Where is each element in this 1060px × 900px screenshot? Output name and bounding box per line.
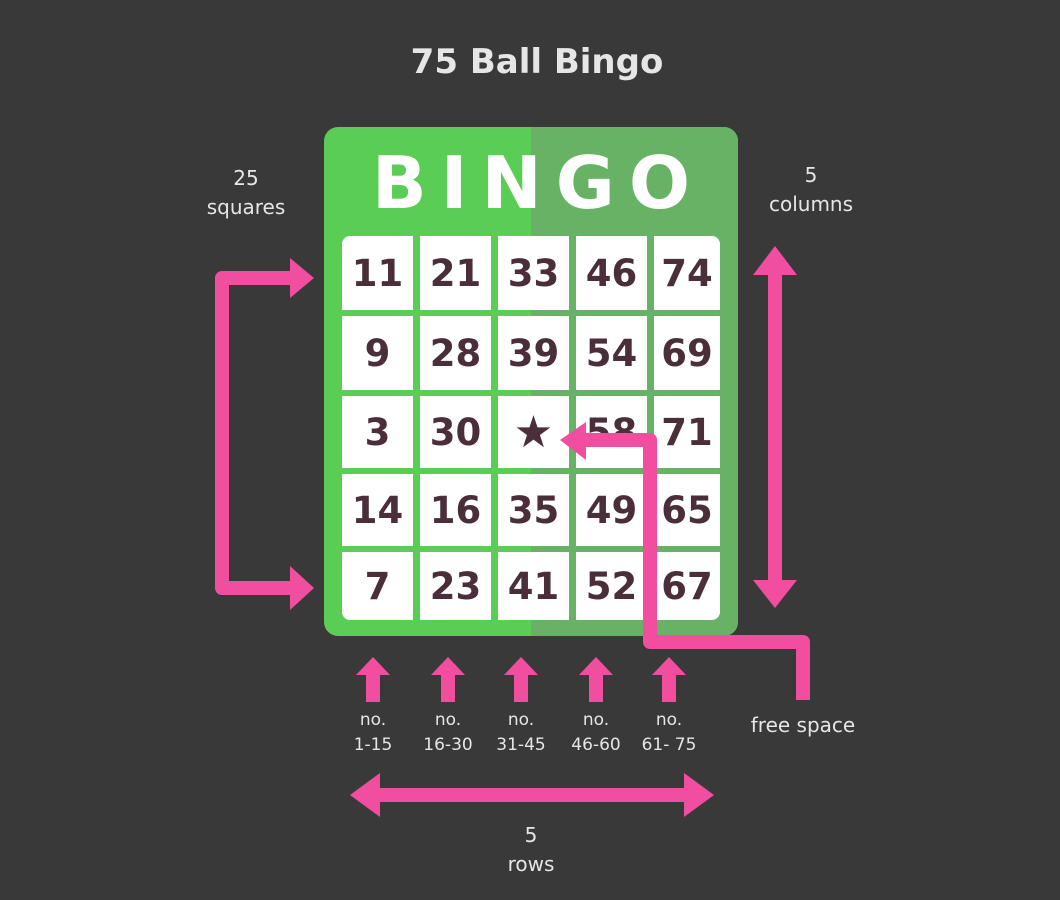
number-cell: 39 — [498, 316, 569, 390]
rows-text: rows — [507, 852, 555, 876]
number-cell: 14 — [342, 474, 413, 546]
rows-count: 5 — [524, 823, 538, 847]
squares-label: 25 squares — [207, 164, 286, 222]
range-prefix: no. — [582, 710, 610, 730]
columns-label: 5 columns — [769, 161, 853, 219]
free-space-label: free space — [750, 713, 856, 737]
number-cell: 58 — [576, 396, 647, 468]
number-cell: 30 — [420, 396, 491, 468]
number-cell: 74 — [654, 236, 720, 310]
number-cell: 65 — [654, 474, 720, 546]
number-cell: 33 — [498, 236, 569, 310]
number-cell: 21 — [420, 236, 491, 310]
diagram-title: 75 Ball Bingo — [410, 42, 664, 82]
squares-count: 25 — [233, 166, 259, 190]
range-values: 16-30 — [423, 735, 473, 755]
number-cell: 71 — [654, 396, 720, 468]
range-prefix: no. — [359, 710, 387, 730]
range-values: 46-60 — [571, 735, 621, 755]
squares-text: squares — [206, 195, 286, 219]
number-cell: 28 — [420, 316, 491, 390]
range-values: 61- 75 — [641, 735, 697, 755]
number-cell: 49 — [576, 474, 647, 546]
free-space-cell: ★ — [498, 396, 569, 468]
range-prefix: no. — [507, 710, 535, 730]
number-cell: 23 — [420, 552, 491, 620]
column-range-label: no. 31-45 — [496, 708, 545, 758]
number-cell: 7 — [342, 552, 413, 620]
number-cell: 52 — [576, 552, 647, 620]
rows-label: 5 rows — [508, 821, 555, 879]
column-range-label: no. 1-15 — [354, 708, 393, 758]
number-cell: 54 — [576, 316, 647, 390]
bingo-header: BINGO — [371, 141, 705, 225]
column-range-label: no. 61- 75 — [642, 708, 697, 758]
range-prefix: no. — [655, 710, 683, 730]
number-cell: 3 — [342, 396, 413, 468]
range-values: 31-45 — [496, 735, 546, 755]
number-cell: 9 — [342, 316, 413, 390]
number-cell: 69 — [654, 316, 720, 390]
number-cell: 67 — [654, 552, 720, 620]
number-cell: 35 — [498, 474, 569, 546]
columns-text: columns — [768, 192, 854, 216]
number-cell: 41 — [498, 552, 569, 620]
range-prefix: no. — [434, 710, 462, 730]
column-range-label: no. 16-30 — [423, 708, 472, 758]
number-cell: 16 — [420, 474, 491, 546]
columns-count: 5 — [804, 163, 818, 187]
column-range-label: no. 46-60 — [571, 708, 620, 758]
number-cell: 46 — [576, 236, 647, 310]
number-cell: 11 — [342, 236, 413, 310]
range-values: 1-15 — [353, 735, 393, 755]
